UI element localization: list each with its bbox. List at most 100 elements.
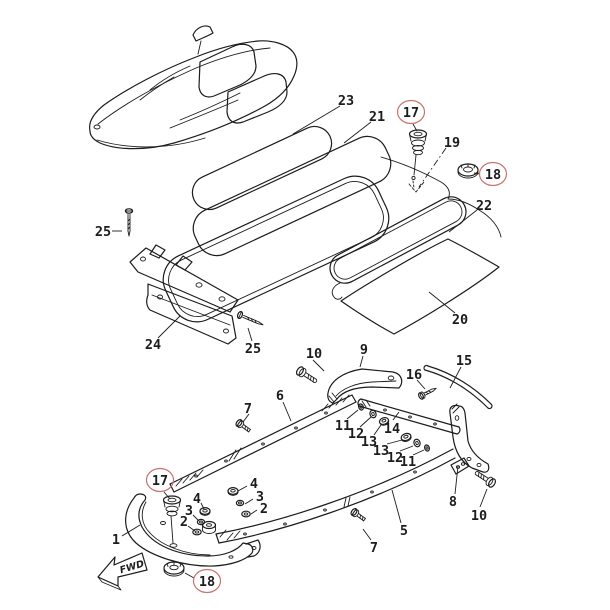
callout-label: 15	[456, 353, 472, 369]
part-22-mat-outer	[329, 196, 467, 284]
callout-7: 7	[242, 401, 252, 423]
callout-leader	[359, 416, 372, 428]
callout-label: 20	[452, 312, 468, 328]
callout-24: 24	[145, 315, 181, 353]
jetski-bow-line-2	[139, 76, 175, 101]
part-24-bracket	[129, 244, 239, 345]
callout-label: 24	[145, 337, 161, 353]
part-15-trim-strip	[423, 364, 493, 410]
callout-label: 4	[250, 476, 258, 492]
part-11-washer-a	[357, 403, 365, 411]
callout-label: 13	[361, 434, 377, 450]
callout-leader	[343, 121, 372, 144]
callout-leader	[412, 449, 425, 456]
part-14-rail	[357, 398, 461, 435]
part-2-washer-a	[241, 510, 251, 518]
callout-leader	[200, 502, 205, 510]
part-9-corner-bumper	[327, 368, 403, 404]
callout-leader	[449, 366, 462, 389]
callout-label: 6	[276, 388, 284, 404]
highlight-circle	[396, 99, 426, 125]
callout-leader	[244, 498, 254, 505]
hardware-chain	[357, 403, 431, 452]
callout-label: 10	[306, 346, 322, 362]
callout-3: 3	[185, 503, 200, 522]
callout-1: 1	[112, 524, 141, 548]
callout-12: 12	[348, 416, 372, 442]
callout-2: 2	[250, 501, 268, 517]
callout-22: 22	[448, 198, 492, 233]
part-25-screw-right	[236, 310, 264, 326]
callout-label: 4	[193, 491, 201, 507]
callout-leader	[282, 401, 292, 422]
callout-label: 10	[471, 508, 487, 524]
callout-leader	[399, 445, 414, 452]
bracket-24-group	[124, 208, 264, 345]
callout-2: 2	[180, 514, 196, 532]
part-4-nut-b	[199, 507, 211, 516]
callout-leader	[346, 409, 359, 420]
callout-14: 14	[384, 411, 400, 437]
jetski-pole-stem	[197, 40, 202, 55]
part-13-nut-b	[400, 432, 412, 442]
part-5-rail	[215, 448, 456, 544]
part-3-washer-b	[196, 518, 206, 526]
callout-label: 2	[180, 514, 188, 530]
callout-label: 2	[260, 501, 268, 517]
callout-label: 23	[338, 93, 354, 109]
callout-label: 22	[476, 198, 492, 214]
callout-leader	[242, 413, 250, 423]
rail-6-hatch	[175, 394, 350, 487]
callout-label: 5	[400, 523, 408, 539]
callout-25: 25	[95, 224, 122, 240]
callout-leader	[428, 291, 456, 314]
callout-label: 11	[335, 418, 351, 434]
highlight-circle	[145, 467, 175, 493]
callout-11: 11	[335, 409, 359, 434]
callout-leader	[163, 491, 171, 500]
callout-4: 4	[193, 491, 205, 510]
callout-leader	[157, 315, 181, 339]
callout-label: 12	[387, 450, 403, 466]
callout-leader	[192, 514, 200, 522]
callout-leader	[359, 355, 364, 368]
callout-15: 15	[449, 353, 472, 389]
jetski-handle-pole	[192, 25, 214, 42]
callout-label: 9	[360, 342, 368, 358]
callout-10: 10	[471, 488, 488, 524]
callout-label: 8	[449, 494, 457, 510]
mat-stack	[162, 125, 502, 335]
callout-4: 4	[237, 476, 258, 492]
callout-label: 11	[400, 454, 416, 470]
callout-11: 11	[400, 449, 425, 470]
callout-18: 18	[184, 568, 222, 594]
part-8-plate	[450, 457, 470, 475]
top-fasteners	[408, 129, 479, 193]
callout-leader	[412, 123, 418, 132]
callout-leader	[392, 411, 400, 421]
part-21-mat	[192, 135, 392, 257]
callout-20: 20	[428, 291, 468, 328]
callout-19: 19	[418, 135, 460, 188]
jetski-chine-line	[96, 137, 206, 148]
part-7-screw-left	[235, 419, 251, 433]
callout-label: 12	[348, 426, 364, 442]
callout-leader	[418, 147, 447, 188]
fwd-arrow: FWD	[97, 552, 148, 591]
part-20-mat	[340, 238, 500, 335]
callout-label: 17	[152, 473, 168, 489]
part-6-rail	[169, 394, 357, 493]
fwd-arrow-shape	[97, 552, 148, 587]
callout-16: 16	[406, 367, 426, 390]
jetski-footwell-line-2	[169, 99, 239, 129]
callout-13: 13	[373, 439, 403, 459]
callout-5: 5	[391, 489, 408, 539]
fastener-set-right	[227, 487, 251, 518]
callout-label: 16	[406, 367, 422, 383]
fwd-arrow-depth	[97, 576, 122, 591]
callout-label: 3	[185, 503, 193, 519]
callout-leader	[362, 528, 372, 541]
callout-label: 25	[245, 341, 261, 357]
part-23-mat	[191, 125, 333, 211]
callout-18: 18	[473, 161, 508, 187]
